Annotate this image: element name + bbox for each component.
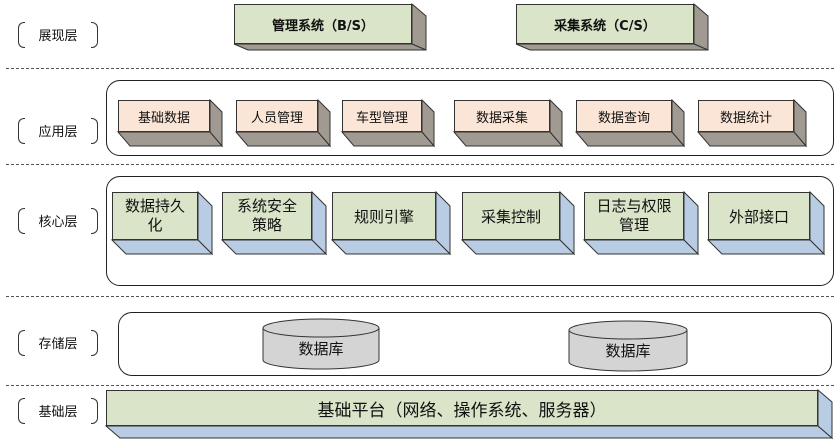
layer-label-presentation: 展现层 [18,22,98,48]
box-label: 采集控制 [480,207,541,226]
database-cylinder-1 [262,318,380,370]
box-3d-side [696,98,808,148]
box-3d-side [116,98,224,148]
box-face: 数据采集 [454,100,550,132]
app-box-basic-data: 基础数据 [116,98,224,148]
box-label: 外部接口 [728,207,789,226]
layer-label-text: 应用层 [38,124,78,140]
storage-layer-panel [118,312,832,376]
box-label: 数据持久化 [124,197,185,234]
box-3d-side [582,190,700,256]
box-label: 规则引擎 [353,207,414,226]
layer-label-text: 基础层 [38,404,78,420]
app-box-data-collection: 数据采集 [452,98,564,148]
layer-label-application: 应用层 [18,118,98,144]
database-cylinder-2 [568,320,688,372]
layer-divider [6,68,834,69]
box-label: 数据查询 [597,110,650,126]
box-label: 车型管理 [355,110,408,126]
app-box-personnel: 人员管理 [234,98,332,148]
database-label: 数据库 [605,342,651,360]
app-box-vehicle: 车型管理 [340,98,436,148]
box-face: 数据持久化 [112,192,198,240]
core-box-log-permission: 日志与权限管理 [582,190,700,256]
box-3d-side [574,98,686,148]
box-label: 基础数据 [137,110,190,126]
box-label: 基础平台（网络、操作系统、服务器） [317,400,607,421]
app-box-data-statistics: 数据统计 [696,98,808,148]
box-3d-side [104,388,834,440]
app-box-data-query: 数据查询 [574,98,686,148]
box-face: 人员管理 [236,100,318,132]
box-3d-side [340,98,436,148]
box-face: 数据统计 [698,100,794,132]
box-3d-side [460,190,576,256]
box-face: 系统安全策略 [222,192,312,240]
box-3d-side [234,98,332,148]
database-label: 数据库 [298,340,344,358]
box-face: 采集系统（C/S） [516,4,694,44]
core-box-persistence: 数据持久化 [110,190,214,256]
layer-divider [6,164,834,165]
box-label: 系统安全策略 [236,197,297,234]
box-label: 管理系统（B/S） [271,18,375,34]
layer-label-base: 基础层 [18,398,98,424]
layer-label-text: 核心层 [38,214,78,230]
layer-label-storage: 存储层 [18,330,98,356]
box-face: 基础平台（网络、操作系统、服务器） [106,390,818,426]
layer-label-text: 存储层 [38,336,78,352]
box-label: 日志与权限管理 [596,197,672,234]
box-3d-side [706,190,826,256]
core-box-external-interface: 外部接口 [706,190,826,256]
box-face: 日志与权限管理 [584,192,684,240]
box-label: 数据统计 [719,110,772,126]
box-label: 数据采集 [475,110,528,126]
box-face: 外部接口 [708,192,810,240]
box-3d-side [515,2,709,51]
box-3d-side [233,2,427,51]
layer-divider [6,385,834,386]
presentation-box-management: 管理系统（B/S） [233,2,427,51]
box-3d-side [220,190,328,256]
box-3d-side [452,98,564,148]
box-face: 管理系统（B/S） [234,4,412,44]
box-label: 人员管理 [250,110,303,126]
presentation-box-collection: 采集系统（C/S） [515,2,709,51]
layer-label-text: 展现层 [38,28,78,44]
base-platform-box: 基础平台（网络、操作系统、服务器） [104,388,834,440]
core-box-collection-control: 采集控制 [460,190,576,256]
core-box-security: 系统安全策略 [220,190,328,256]
layer-label-core: 核心层 [18,208,98,234]
box-face: 车型管理 [342,100,422,132]
box-3d-side [330,190,452,256]
box-face: 数据查询 [576,100,672,132]
box-face: 基础数据 [118,100,210,132]
box-3d-side [110,190,214,256]
layer-divider [6,296,834,297]
box-label: 采集系统（C/S） [554,18,656,34]
core-box-rule-engine: 规则引擎 [330,190,452,256]
box-face: 规则引擎 [332,192,436,240]
box-face: 采集控制 [462,192,560,240]
